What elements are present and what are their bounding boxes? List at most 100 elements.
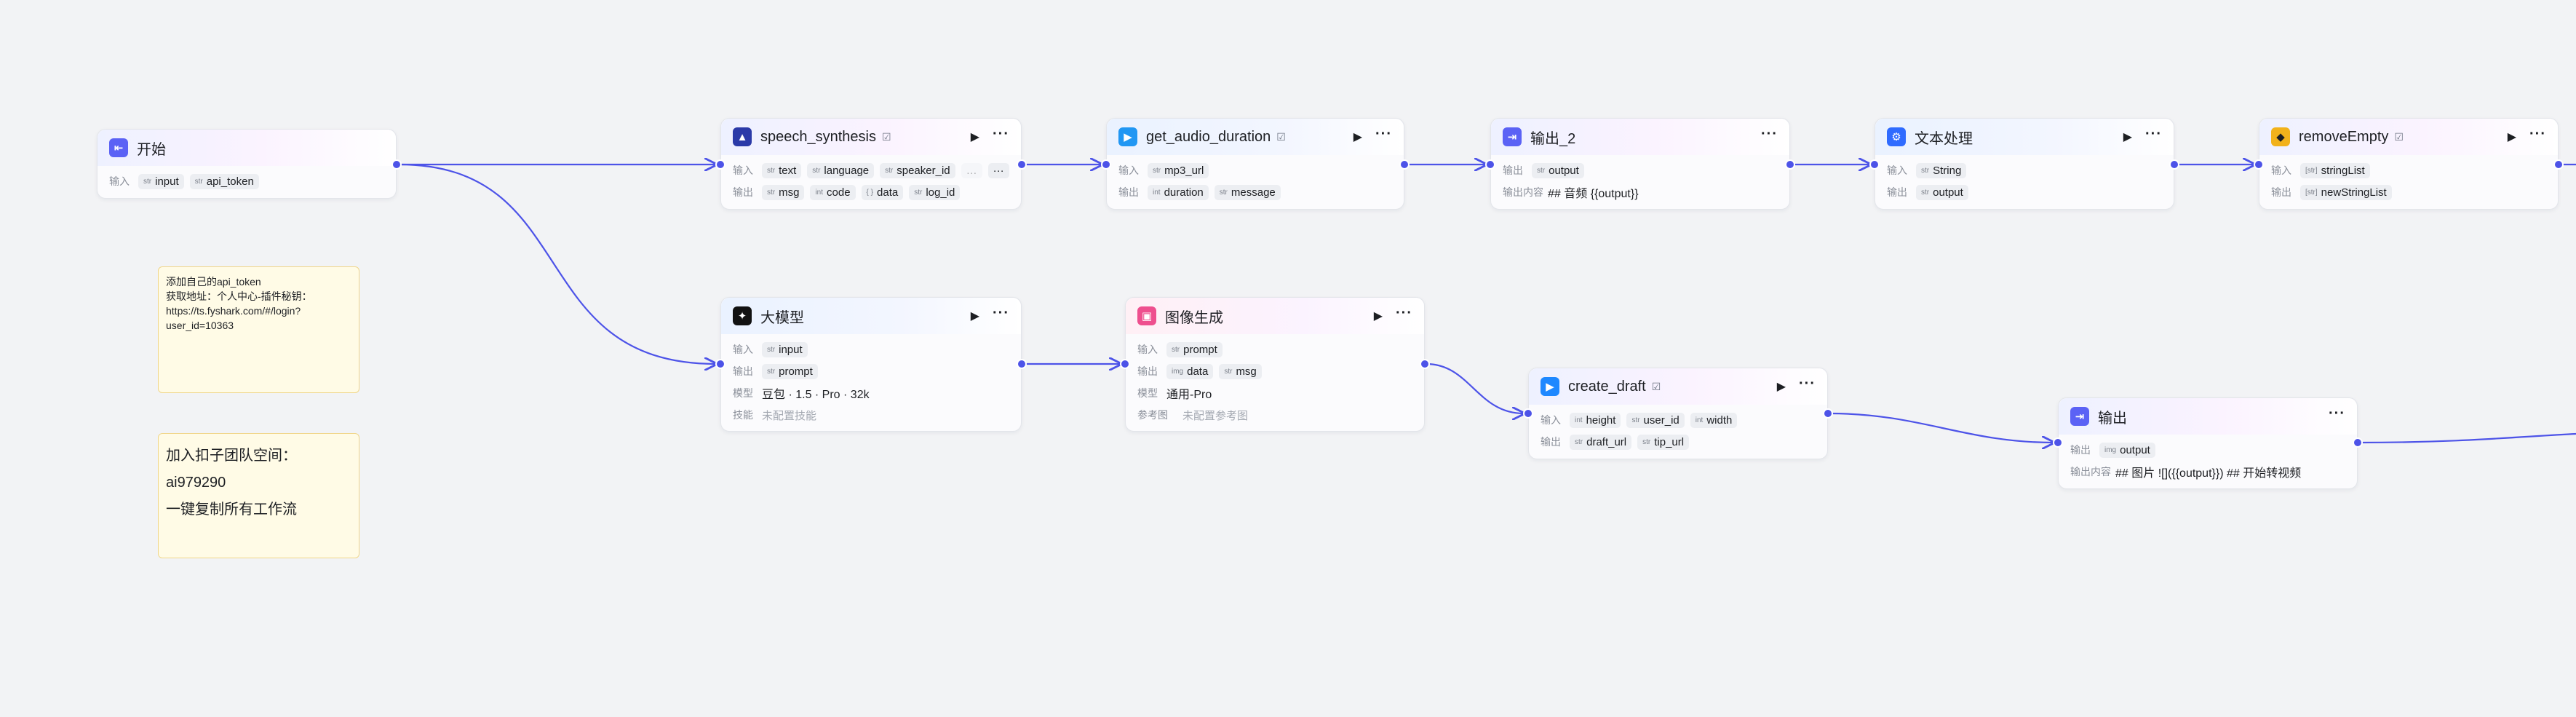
input-port[interactable] (2254, 159, 2264, 170)
output-port[interactable] (1823, 408, 1833, 419)
param-name: input (155, 175, 179, 188)
row-value: ## 音频 {{output}} (1548, 188, 1639, 200)
more-options-icon[interactable]: ··· (2145, 126, 2162, 142)
api-token-note[interactable]: 添加自己的api_token 获取地址：个人中心-插件秘钥： https://t… (158, 266, 359, 393)
input-port[interactable] (1869, 159, 1880, 170)
param-type: str (767, 345, 776, 354)
param-type: str (914, 188, 923, 197)
param-name: prompt (779, 365, 813, 378)
output-port[interactable] (2353, 437, 2363, 448)
output-port[interactable] (2169, 159, 2179, 170)
param-type: str (1153, 166, 1161, 175)
output-port[interactable] (1420, 359, 1430, 369)
more-options-icon[interactable]: ··· (1396, 305, 1412, 321)
param-name: width (1706, 413, 1733, 427)
connection-edge[interactable] (398, 163, 716, 364)
more-options-icon[interactable]: ··· (2329, 405, 2345, 421)
more-params-button[interactable]: ··· (987, 162, 1009, 178)
more-options-icon[interactable]: ··· (2529, 126, 2546, 142)
param-name: mp3_url (1164, 164, 1204, 177)
row-label: 输出 (1118, 186, 1139, 198)
input-port[interactable] (1523, 408, 1533, 419)
output-port[interactable] (1017, 359, 1027, 369)
param-name: log_id (926, 186, 955, 199)
speech-icon: ▲ (733, 127, 752, 146)
run-node-icon[interactable]: ▶ (2507, 131, 2517, 143)
run-node-icon[interactable]: ▶ (1776, 381, 1786, 393)
node-row: 技能未配置技能 (733, 404, 1009, 426)
more-options-icon[interactable]: ··· (993, 126, 1009, 142)
output-port[interactable] (391, 159, 402, 170)
run-node-icon[interactable]: ▶ (970, 310, 980, 322)
note-line: 获取地址：个人中心-插件秘钥： (166, 290, 312, 302)
node-title: create_draft (1568, 378, 1646, 395)
run-node-icon[interactable]: ▶ (970, 131, 980, 143)
param-type: int (815, 188, 824, 197)
input-port[interactable] (1485, 159, 1495, 170)
node-header: ◆ removeEmpty ☑ ▶ ··· (2259, 119, 2558, 155)
output-port[interactable] (1785, 159, 1795, 170)
param-name: text (779, 164, 797, 177)
connection-edge[interactable] (2358, 432, 2576, 444)
input-port[interactable] (2053, 437, 2063, 448)
row-label: 模型 (733, 387, 753, 399)
input-port[interactable] (1120, 359, 1130, 369)
param-name: String (1933, 164, 1962, 177)
output-port[interactable] (1399, 159, 1410, 170)
connection-edge[interactable] (1426, 363, 1524, 413)
output-port[interactable] (2553, 159, 2564, 170)
param-name: tip_url (1654, 435, 1685, 448)
output-icon: ⇥ (1503, 127, 1522, 146)
node-row: 输出[str]newStringList (2271, 181, 2546, 203)
more-options-icon[interactable]: ··· (1761, 126, 1778, 142)
param-type: [str] (2305, 166, 2318, 175)
more-options-icon[interactable]: ··· (1799, 376, 1816, 392)
param-type: str (1642, 437, 1651, 446)
more-options-icon[interactable]: ··· (1375, 126, 1392, 142)
input-port[interactable] (715, 159, 726, 170)
node-row: 参考图未配置参考图 (1137, 404, 1412, 426)
image-gen-icon: ▣ (1137, 306, 1156, 325)
input-port[interactable] (1101, 159, 1111, 170)
run-node-icon[interactable]: ▶ (1353, 131, 1363, 143)
run-node-icon[interactable]: ▶ (1373, 310, 1383, 322)
note-line: 添加自己的api_token (166, 276, 261, 288)
input-port[interactable] (715, 359, 726, 369)
more-options-icon[interactable]: ··· (993, 305, 1009, 321)
node-title: 输出 (2098, 410, 2127, 427)
row-label: 输出 (1137, 365, 1158, 377)
row-label: 输入 (1118, 165, 1139, 176)
team-space-note[interactable]: 加入扣子团队空间： ai979290 一键复制所有工作流 (158, 433, 359, 558)
output-port[interactable] (1017, 159, 1027, 170)
connection-edge[interactable] (1829, 412, 2054, 443)
node-title: 图像生成 (1165, 309, 1223, 326)
row-value: 豆包 · 1.5 · Pro · 32k (762, 389, 870, 401)
param-name: code (827, 186, 851, 199)
row-label: 输出 (1503, 165, 1523, 176)
run-node-icon[interactable]: ▶ (2123, 131, 2133, 143)
